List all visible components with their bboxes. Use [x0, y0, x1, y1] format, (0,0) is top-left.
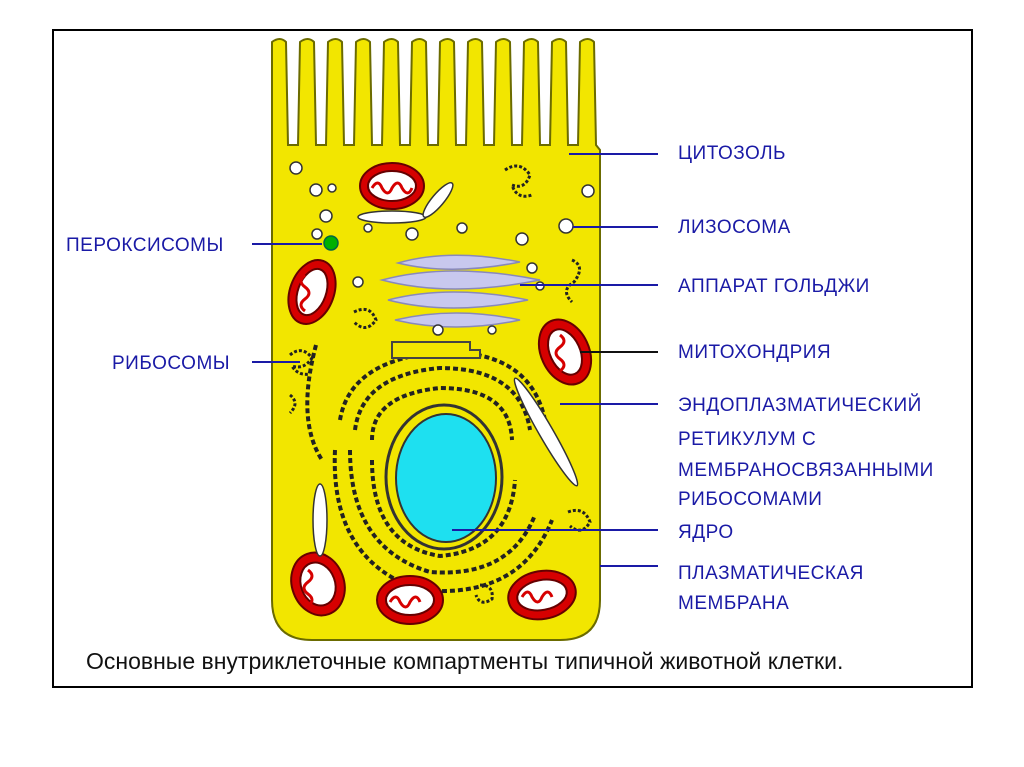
er-loop-6 — [370, 459, 517, 559]
golgi-stack — [379, 254, 541, 328]
label-golgi: АППАРАТ ГОЛЬДЖИ — [678, 276, 870, 297]
label-peroxisomes: ПЕРОКСИСОМЫ — [66, 235, 224, 256]
label-er-line-4: РИБОСОМАМИ — [678, 489, 823, 510]
label-er-line-1: ЭНДОПЛАЗМАТИЧЕСКИЙ — [678, 395, 922, 416]
label-er-line-2: РЕТИКУЛУМ С — [678, 429, 817, 450]
figure-caption: Основные внутриклеточные компартменты ти… — [86, 648, 844, 674]
label-lysosome: ЛИЗОСОМА — [678, 217, 791, 238]
er-loop-7 — [305, 344, 324, 462]
cell-body — [271, 38, 601, 641]
label-mitochondrion: МИТОХОНДРИЯ — [678, 342, 832, 363]
ribosome-clusters — [288, 164, 592, 604]
label-plasma-membrane-1: ПЛАЗМАТИЧЕСКАЯ — [678, 563, 864, 584]
label-ribosomes: РИБОСОМЫ — [112, 353, 231, 374]
label-plasma-membrane-2: МЕМБРАНА — [678, 593, 790, 614]
label-nucleus: ЯДРО — [678, 522, 734, 543]
er-loop-5 — [370, 385, 514, 441]
er-loop-2 — [353, 365, 532, 431]
peroxisome — [323, 235, 339, 251]
leader-lines — [252, 153, 658, 567]
nucleus-shape — [395, 413, 497, 543]
label-er-line-3: МЕМБРАНОСВЯЗАННЫМИ — [678, 460, 934, 481]
label-cytosol: ЦИТОЗОЛЬ — [678, 143, 787, 164]
er-loop-4 — [348, 449, 537, 575]
golgi-vesicle-channel — [391, 341, 481, 359]
